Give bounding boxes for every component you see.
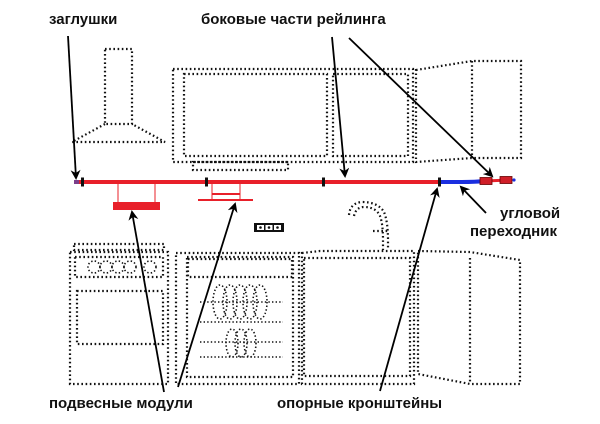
sink-cabinet xyxy=(300,249,416,386)
end-cap-right xyxy=(499,176,513,184)
hanging-shelf xyxy=(113,183,160,210)
dishwasher xyxy=(174,251,301,386)
bracket xyxy=(81,177,84,187)
label-rail-side-parts: боковые части рейлинга xyxy=(201,11,386,28)
arrow-hanging-module-2 xyxy=(177,202,238,388)
label-hanging-modules: подвесные модули xyxy=(49,395,193,412)
label-corner-adapter-line2: переходник xyxy=(470,223,557,240)
arrow-support-brackets xyxy=(379,187,440,392)
stove xyxy=(68,242,170,386)
arrow-hanging-module-1 xyxy=(128,210,165,393)
arrow-end-caps xyxy=(67,35,81,180)
railing-bar xyxy=(74,176,516,187)
end-cap-left xyxy=(74,180,79,184)
sink-faucet xyxy=(347,200,390,250)
arrow-rail-side-parts-1 xyxy=(331,36,350,178)
label-support-brackets: опорные кронштейны xyxy=(277,395,443,412)
corner-adapter-connector xyxy=(479,177,493,185)
arrow-corner-adapter xyxy=(459,185,487,214)
arrow-rail-side-parts-2 xyxy=(348,37,494,178)
bracket xyxy=(322,177,325,187)
label-end-caps: заглушки xyxy=(49,11,118,28)
bracket xyxy=(438,177,441,187)
label-corner-adapter-line1: угловой xyxy=(500,205,561,222)
corner-lower-cabinet xyxy=(416,249,522,386)
wall-socket xyxy=(254,223,284,232)
hanging-dish-rack xyxy=(198,183,253,201)
bracket xyxy=(205,177,208,187)
upper-cabinet xyxy=(171,67,415,172)
corner-upper-cabinet xyxy=(414,59,523,164)
range-hood xyxy=(71,47,166,144)
